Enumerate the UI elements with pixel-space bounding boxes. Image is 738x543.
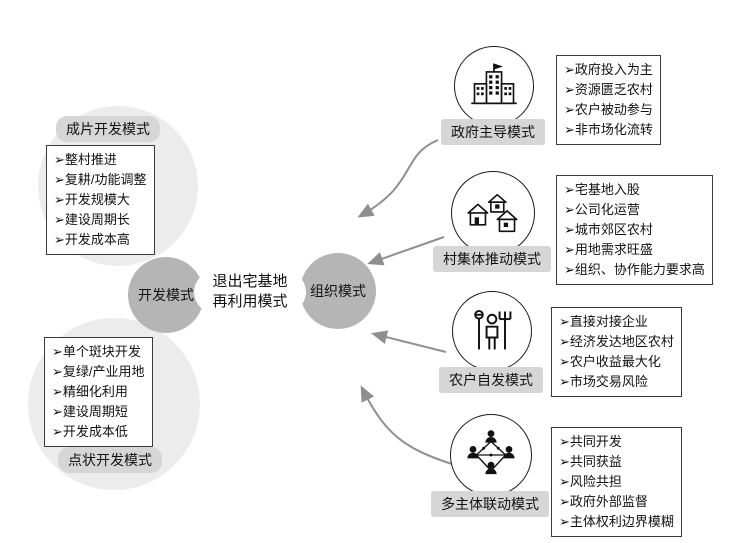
contiguous-development-mode-label: 成片开发模式: [56, 116, 160, 142]
organization-mode-node: 组织模式: [300, 253, 376, 329]
bullet-item: ➢直接对接企业: [559, 314, 648, 329]
government-mode-items-box: ➢政府投入为主 ➢资源匮乏农村 ➢农户被动参与 ➢非市场化流转: [556, 55, 661, 145]
point-development-items-box: ➢单个斑块开发 ➢复绿/产业用地 ➢精细化利用 ➢建设周期短 ➢开发成本低: [44, 337, 153, 447]
bullet-item: ➢风险共担: [559, 474, 622, 489]
village-collective-icon-circle: [451, 171, 535, 255]
diagram-title-line1: 退出宅基地: [212, 272, 288, 290]
bullet-item: ➢主体权利边界模糊: [559, 514, 674, 529]
farmer-mode-label: 农户自发模式: [439, 367, 543, 393]
bullet-item: ➢共同获益: [559, 454, 622, 469]
bullet-item: ➢农户收益最大化: [559, 354, 661, 369]
government-mode-label: 政府主导模式: [441, 119, 545, 145]
bullet-item: ➢共同开发: [559, 434, 622, 449]
multi-agent-icon-circle: [450, 414, 532, 496]
diagram-title-line2: 再利用模式: [212, 293, 288, 310]
development-mode-label: 开发模式: [138, 287, 194, 303]
bullet-item: ➢市场交易风险: [559, 374, 648, 389]
farmer-mode-icon-circle: [452, 291, 532, 371]
arrow-government-to-organization-node: [357, 139, 439, 218]
bullet-item: ➢开发规模大: [54, 192, 130, 207]
bullet-item: ➢复绿/产业用地: [52, 364, 145, 379]
village-collective-items-box: ➢宅基地入股 ➢公司化运营 ➢城市郊区农村 ➢用地需求旺盛 ➢组织、协作能力要求…: [556, 175, 713, 285]
farmer-mode-items-box: ➢直接对接企业 ➢经济发达地区农村 ➢农户收益最大化 ➢市场交易风险: [551, 307, 682, 397]
point-development-mode-label: 点状开发模式: [58, 447, 162, 473]
bullet-item: ➢用地需求旺盛: [564, 242, 653, 257]
bullet-item: ➢政府外部监督: [559, 494, 648, 509]
government-building-icon: [471, 63, 517, 105]
arrow-farmer-to-organization-node: [371, 330, 447, 353]
village-houses-icon: [467, 193, 518, 233]
bullet-item: ➢整村推进: [54, 152, 117, 167]
multi-agent-items-box: ➢共同开发 ➢共同获益 ➢风险共担 ➢政府外部监督 ➢主体权利边界模糊: [551, 427, 682, 537]
bullet-item: ➢建设周期短: [52, 404, 128, 419]
bullet-item: ➢经济发达地区农村: [559, 334, 674, 349]
bullet-item: ➢宅基地入股: [564, 182, 640, 197]
bullet-item: ➢复耕/功能调整: [54, 172, 147, 187]
multi-agent-mode-label: 多主体联动模式: [431, 491, 549, 517]
bullet-item: ➢建设周期长: [54, 212, 130, 227]
bullet-item: ➢公司化运营: [564, 202, 640, 217]
bullet-item: ➢非市场化流转: [564, 122, 653, 137]
government-mode-icon-circle: [454, 46, 534, 126]
bullet-item: ➢资源匮乏农村: [564, 82, 653, 97]
bullet-item: ➢农户被动参与: [564, 102, 653, 117]
bullet-item: ➢精细化利用: [52, 384, 128, 399]
organization-mode-label: 组织模式: [310, 283, 366, 299]
development-mode-node: 开发模式: [128, 257, 204, 333]
bullet-item: ➢单个斑块开发: [52, 344, 141, 359]
diagram-center-title: 退出宅基地 再利用模式: [194, 259, 306, 325]
arrow-multi-agent-to-organization-node: [360, 385, 453, 465]
bullet-item: ➢开发成本低: [52, 424, 128, 439]
multi-agent-network-icon: [467, 430, 515, 475]
village-collective-mode-label: 村集体推动模式: [433, 246, 551, 272]
bullet-item: ➢开发成本高: [54, 232, 130, 247]
bullet-item: ➢组织、协作能力要求高: [564, 262, 705, 277]
farmer-icon: [474, 309, 512, 350]
arrow-village-collective-to-organization-node: [367, 236, 445, 266]
bullet-item: ➢政府投入为主: [564, 62, 653, 77]
contiguous-development-items-box: ➢整村推进 ➢复耕/功能调整 ➢开发规模大 ➢建设周期长 ➢开发成本高: [46, 145, 155, 255]
bullet-item: ➢城市郊区农村: [564, 222, 653, 237]
